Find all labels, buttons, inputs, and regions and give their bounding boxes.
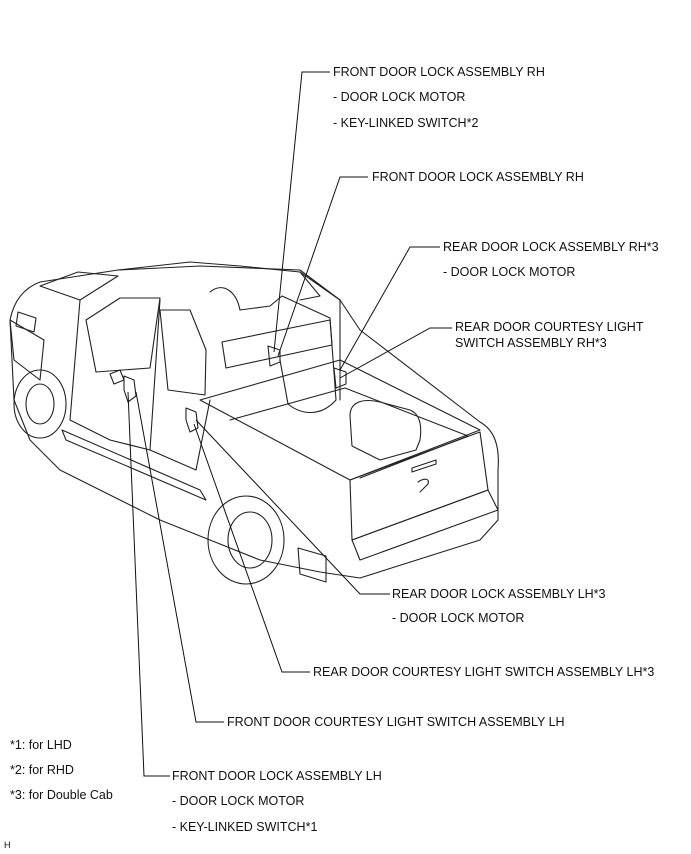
rear-bumper — [351, 489, 499, 561]
footnote-2: *2: for RHD — [10, 763, 74, 777]
mudflap — [297, 547, 327, 583]
label-front-lock-rh-key-switch: - KEY-LINKED SWITCH*2 — [333, 116, 479, 130]
label-rear-lock-lh-motor: - DOOR LOCK MOTOR — [392, 611, 525, 625]
interior-cab-lines — [209, 287, 337, 414]
label-rear-courtesy-rh-line1: REAR DOOR COURTESY LIGHT — [455, 320, 644, 334]
rear-rh-lock-component — [333, 367, 347, 389]
rear-side-window — [159, 309, 207, 396]
leader-front-rh-top — [273, 71, 330, 353]
front-grille — [9, 319, 45, 381]
footnote-1: *1: for LHD — [10, 738, 72, 752]
figure-code: H — [4, 840, 11, 850]
rear-wheel-hub — [227, 511, 273, 569]
truck-bed — [199, 359, 481, 481]
tailgate — [349, 431, 489, 541]
cab-back — [299, 271, 341, 401]
leader-rear-lh-courtesy — [193, 423, 310, 673]
label-front-courtesy-lh: FRONT DOOR COURTESY LIGHT SWITCH ASSEMBL… — [227, 715, 565, 729]
label-rear-courtesy-rh-line2: SWITCH ASSEMBLY RH*3 — [455, 336, 607, 350]
front-rh-lock-component — [267, 345, 281, 367]
front-wheel — [13, 369, 67, 439]
leader-front-rh-2 — [277, 176, 368, 357]
front-side-window — [85, 297, 161, 373]
windshield — [39, 271, 119, 301]
front-wheel-hub — [25, 383, 55, 425]
label-rear-lock-rh-title: REAR DOOR LOCK ASSEMBLY RH*3 — [443, 240, 659, 254]
bed-inner — [229, 387, 469, 479]
cab-roof — [117, 261, 321, 301]
label-rear-lock-rh-motor: - DOOR LOCK MOTOR — [443, 265, 576, 279]
front-lh-lock-component — [123, 375, 137, 403]
leader-front-lh-courtesy — [135, 391, 224, 723]
label-front-lock-lh-motor: - DOOR LOCK MOTOR — [172, 794, 305, 808]
rear-lh-lock-component — [185, 407, 199, 433]
rear-window — [221, 319, 333, 369]
label-front-lock-rh-2: FRONT DOOR LOCK ASSEMBLY RH — [372, 170, 584, 184]
headlight — [15, 311, 37, 333]
label-front-lock-lh-key-switch: - KEY-LINKED SWITCH*1 — [172, 820, 318, 834]
leader-rear-rh-courtesy — [339, 327, 452, 379]
running-board — [61, 429, 207, 501]
rear-wheel — [207, 495, 285, 585]
leader-rear-rh-lock — [339, 246, 440, 371]
footnote-3: *3: for Double Cab — [10, 788, 113, 802]
label-rear-lock-lh-title: REAR DOOR LOCK ASSEMBLY LH*3 — [392, 587, 606, 601]
rear-door-line — [149, 299, 211, 471]
bed-toolbox — [349, 399, 422, 461]
tailgate-handle — [411, 459, 437, 473]
label-front-lock-rh-motor: - DOOR LOCK MOTOR — [333, 90, 466, 104]
leader-front-lh-lock — [127, 391, 170, 777]
leader-rear-lh-lock — [195, 419, 390, 595]
side-mirror — [109, 369, 125, 385]
label-front-lock-lh-title: FRONT DOOR LOCK ASSEMBLY LH — [172, 769, 382, 783]
label-rear-courtesy-lh: REAR DOOR COURTESY LIGHT SWITCH ASSEMBLY… — [313, 665, 655, 679]
tailgate-latch — [417, 478, 429, 493]
label-front-lock-rh-title: FRONT DOOR LOCK ASSEMBLY RH — [333, 65, 545, 79]
truck-body-outline — [9, 265, 499, 579]
